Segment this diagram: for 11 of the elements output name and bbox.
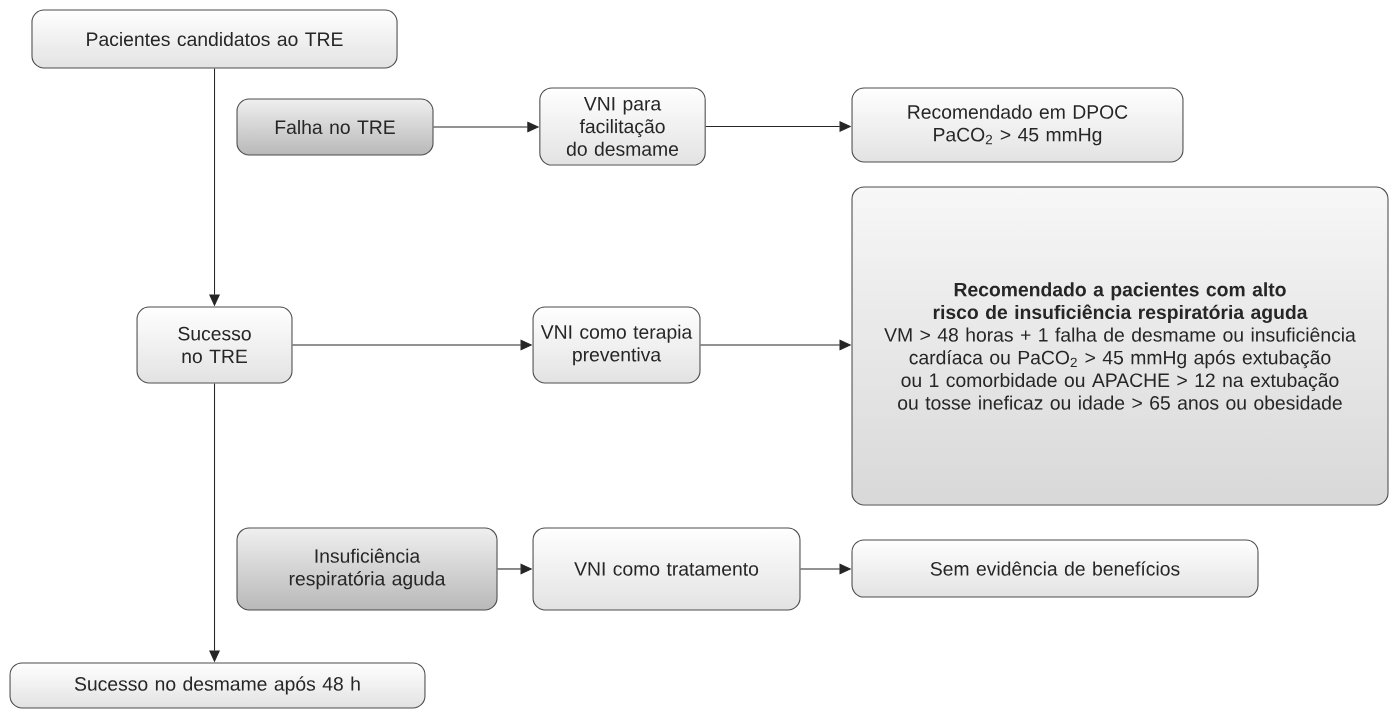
process-box: Sucesso no TRE xyxy=(136,306,293,384)
process-box: VNI como terapia preventiva xyxy=(532,306,701,384)
note-box: Recomendado a pacientes com alto risco de insuficiência respiratória aguda VM > 48 horas + 1 falha de desmame ou insuficiência cardíaca ou PaCO$_{2}$ > 45 mmHg após extubação ou 1 comorbidade ou APACHE > 12 na extubação ou tosse ineficaz ou idade > 65 anos ou obesidade xyxy=(851,186,1389,506)
process-box: VNI como tratamento xyxy=(532,527,801,611)
process-box: Falha no TRE xyxy=(236,98,434,156)
note-box: Recomendado em DPOC PaCO$_{2}$ > 45 mmHg xyxy=(851,87,1184,163)
process-box: Pacientes candidatos ao TRE xyxy=(31,9,398,69)
process-box: Sucesso no desmame após 48 h xyxy=(9,662,426,709)
note-box: Sem evidência de benefícios xyxy=(851,539,1259,598)
process-box: VNI para facilitação do desmame xyxy=(539,87,706,166)
process-box: Insuficiência respiratória aguda xyxy=(236,527,498,611)
